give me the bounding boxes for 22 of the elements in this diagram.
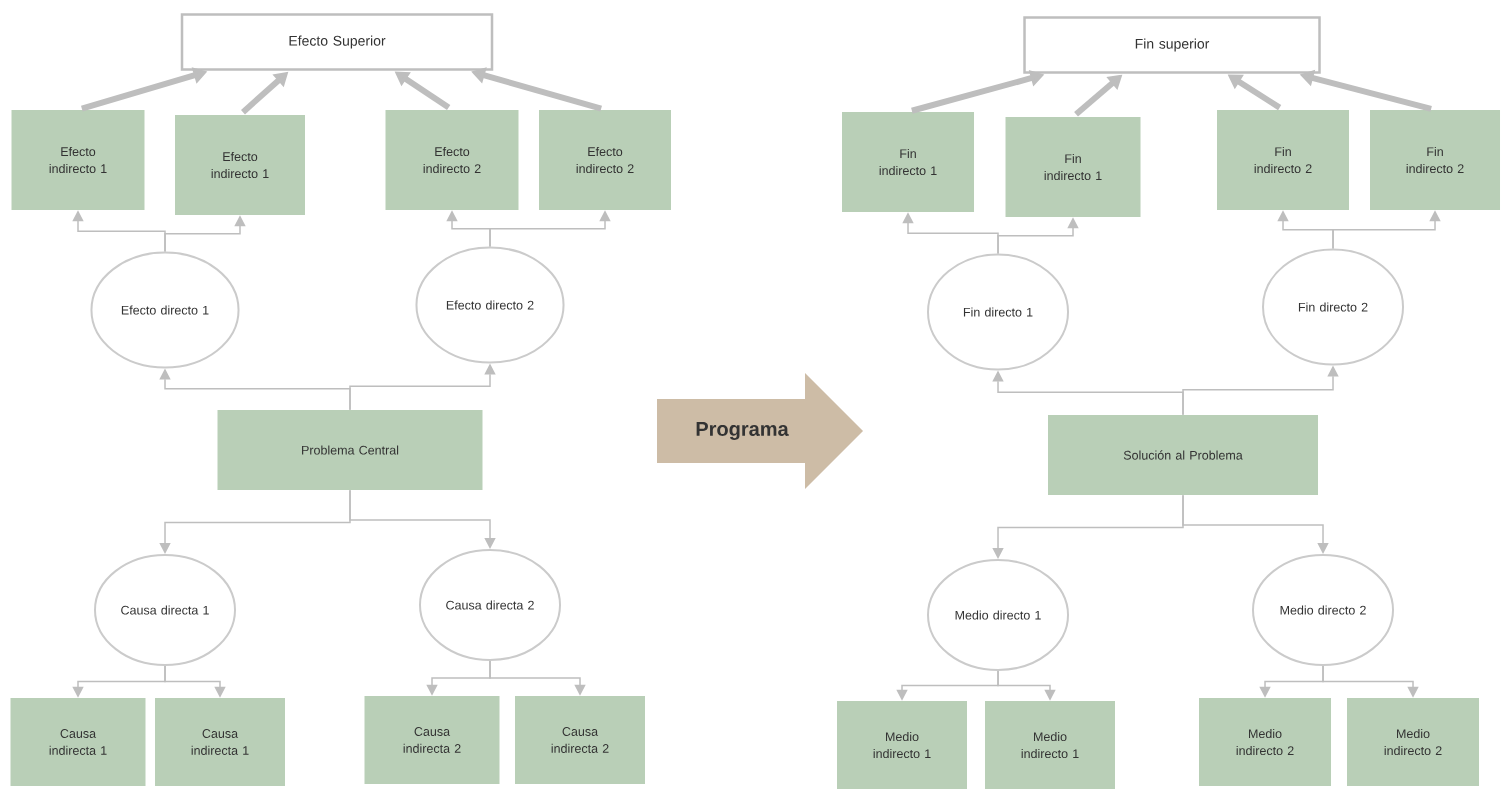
brush-box: Medio indirecto 2 bbox=[1199, 698, 1331, 786]
brush-box: Solución al Problema bbox=[1048, 415, 1318, 495]
brush-box: Fin indirecto 2 bbox=[1370, 110, 1500, 210]
brush-box: Fin indirecto 2 bbox=[1217, 110, 1349, 210]
brush-box: Problema Central bbox=[217, 410, 483, 490]
brush-box: Fin indirecto 1 bbox=[1005, 117, 1141, 217]
brush-box: Causa indirecta 2 bbox=[515, 696, 645, 784]
brush-box: Medio indirecto 1 bbox=[985, 701, 1115, 789]
brush-box: Medio indirecto 1 bbox=[837, 701, 967, 789]
header-box: Fin superior bbox=[1023, 16, 1321, 74]
arrow bbox=[1182, 494, 1329, 554]
arrow bbox=[349, 489, 496, 549]
brush-box: Efecto indirecto 1 bbox=[175, 115, 305, 215]
brush-box: Fin indirecto 1 bbox=[842, 112, 974, 212]
brush-box: Causa indirecta 1 bbox=[10, 698, 146, 786]
brush-box: Efecto indirecto 2 bbox=[385, 110, 519, 210]
header-box: Efecto Superior bbox=[180, 13, 494, 71]
brush-box: Causa indirecta 1 bbox=[155, 698, 285, 786]
brush-box: Efecto indirecto 2 bbox=[539, 110, 671, 210]
brush-box: Efecto indirecto 1 bbox=[11, 110, 145, 210]
brush-box: Medio indirecto 2 bbox=[1347, 698, 1479, 786]
brush-box: Causa indirecta 2 bbox=[364, 696, 500, 784]
